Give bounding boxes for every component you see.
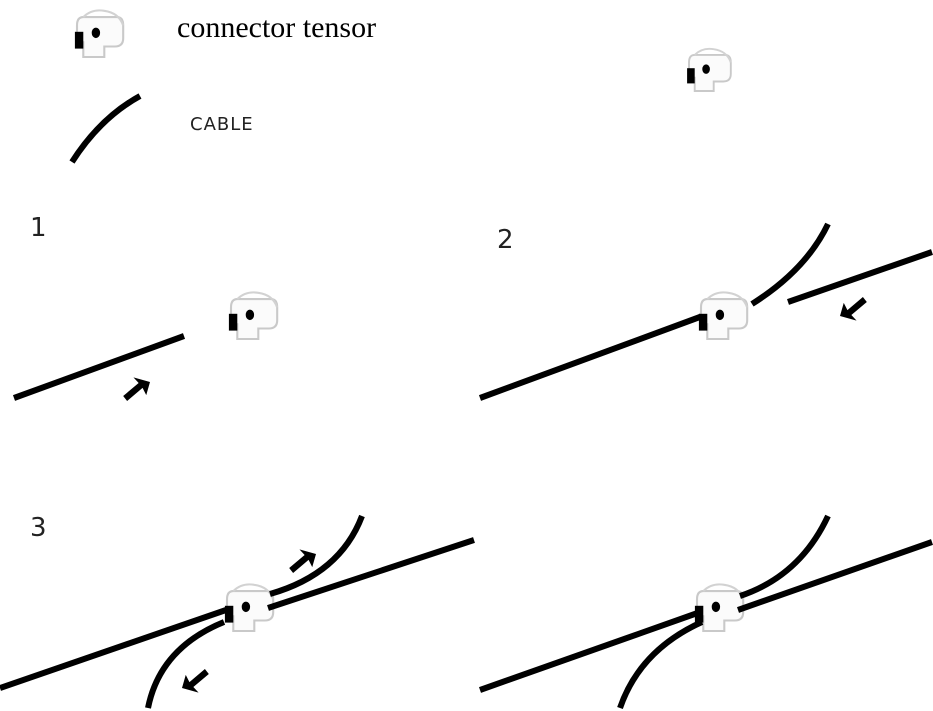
- cable-line: [478, 311, 710, 401]
- legend: connector tensor CABLE: [69, 9, 732, 164]
- cable-line: [739, 514, 831, 599]
- cable-line: [0, 607, 227, 691]
- cable-line: [737, 539, 933, 613]
- arrow-icon: [178, 667, 214, 698]
- cable-line: [12, 333, 186, 401]
- connector-icon: [73, 9, 125, 59]
- step-4-panel: [478, 514, 933, 709]
- connector-icon: [697, 291, 749, 341]
- cable-line: [478, 607, 708, 693]
- step-number: 2: [497, 225, 514, 255]
- cable-icon: [69, 93, 142, 164]
- arrow-icon: [118, 372, 154, 403]
- connector-icon: [227, 291, 279, 341]
- step-number: 1: [30, 213, 47, 243]
- cable-line: [267, 537, 475, 611]
- step-number: 3: [30, 513, 47, 543]
- step-2-panel: 2: [478, 222, 933, 401]
- connector-label: connector tensor: [177, 11, 376, 44]
- arrow-icon: [284, 544, 320, 575]
- cable-line: [750, 222, 831, 307]
- cable-line: [787, 249, 933, 305]
- cable-line: [269, 514, 365, 597]
- cable-line: [617, 619, 704, 709]
- connector-icon: [223, 583, 275, 633]
- connector-icon: [686, 47, 732, 92]
- step-3-panel: 3: [0, 513, 475, 709]
- arrow-icon: [836, 295, 872, 326]
- step-1-panel: 1: [12, 213, 279, 403]
- cable-label: CABLE: [190, 114, 254, 135]
- cable-line: [145, 619, 226, 709]
